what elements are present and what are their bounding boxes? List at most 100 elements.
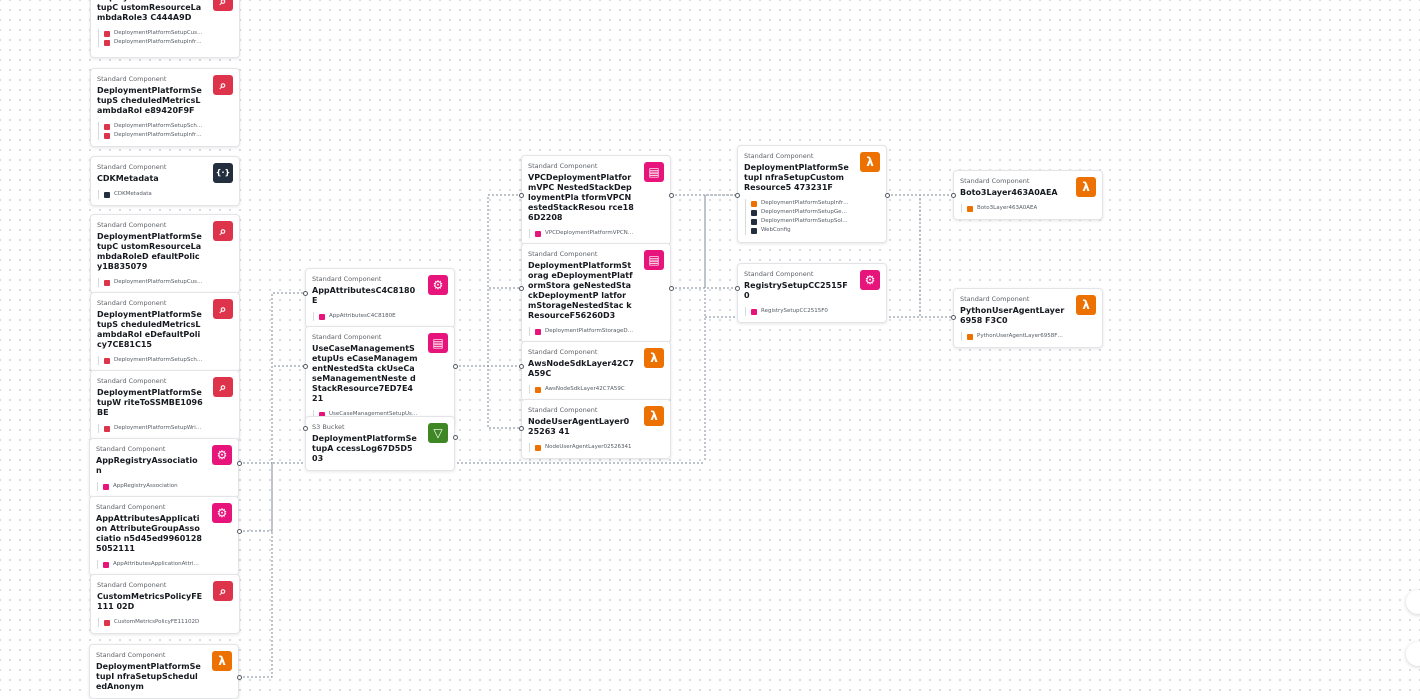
- node-children-list: AwsNodeSdkLayer42C7A59C: [529, 385, 634, 394]
- connection-handle[interactable]: [518, 425, 524, 431]
- child-resource[interactable]: NodeUserAgentLayer02526341: [535, 443, 634, 452]
- connection-handle[interactable]: [734, 192, 740, 198]
- child-resource[interactable]: VPCDeploymentPlatformVPCNestedStackD...: [535, 229, 634, 238]
- resource-icon: [751, 227, 757, 234]
- child-resource[interactable]: CDKMetadata: [104, 190, 203, 199]
- node-title: DeploymentPlatformSetupW riteToSSMBE1096…: [97, 388, 203, 417]
- child-resource[interactable]: WebConfig: [751, 226, 850, 235]
- resource-icon: [319, 411, 325, 418]
- node-title: DeploymentPlatformSetupC ustomResourceLa…: [97, 0, 202, 22]
- child-resource-label: DeploymentPlatformSetupScheduledMetr...: [114, 357, 203, 363]
- braces-icon: {·}: [213, 163, 233, 183]
- resource-icon: [104, 357, 110, 364]
- child-resource[interactable]: UseCaseManagementSetupUseCaseManagem...: [319, 410, 418, 419]
- connection-handle[interactable]: [302, 425, 308, 431]
- node-children-list: AppRegistryAssociation: [97, 482, 202, 491]
- resource-icon: [751, 209, 757, 216]
- node-type-label: Standard Component: [97, 221, 167, 229]
- child-resource-label: WebConfig: [761, 227, 791, 233]
- fit-view-button[interactable]: [1406, 642, 1420, 666]
- node-type-label: Standard Component: [960, 295, 1030, 303]
- connection-handle[interactable]: [950, 192, 956, 198]
- connection-handle[interactable]: [236, 674, 242, 680]
- connection-handle[interactable]: [518, 285, 524, 291]
- node-title: VPCDeploymentPlatformVPC NestedStackDepl…: [528, 173, 634, 222]
- child-resource[interactable]: DeploymentPlatformStorageDeploymentP...: [535, 327, 634, 336]
- child-resource[interactable]: CustomMetricsPolicyFE11102D: [104, 618, 203, 627]
- node-title: AppAttributesC4C8180E: [312, 286, 416, 305]
- registry-icon: ⚙: [860, 270, 880, 290]
- zoom-control-button[interactable]: [1406, 590, 1420, 614]
- child-resource[interactable]: DeploymentPlatformSetupInfraSetupGet...: [104, 131, 203, 140]
- connection-handle[interactable]: [518, 192, 524, 198]
- connection-handle[interactable]: [950, 314, 956, 320]
- node-title: UseCaseManagementSetupUs eCaseManagement…: [312, 344, 418, 403]
- child-resource[interactable]: DeploymentPlatformSetupSolutionHelpe...: [751, 217, 850, 226]
- child-resource[interactable]: DeploymentPlatformSetupScheduledMetr...: [104, 122, 203, 131]
- child-resource[interactable]: DeploymentPlatformSetupWriteToSSMBE1...: [104, 424, 203, 433]
- connection-handle[interactable]: [236, 460, 242, 466]
- resource-icon: [104, 279, 110, 286]
- child-resource[interactable]: RegistrySetupCC2515F0: [751, 307, 850, 316]
- stack-icon: ▤: [644, 250, 664, 270]
- resource-icon: [751, 200, 757, 207]
- child-resource[interactable]: AwsNodeSdkLayer42C7A59C: [535, 385, 634, 394]
- node-type-label: Standard Component: [528, 348, 598, 356]
- node-type-label: Standard Component: [528, 406, 598, 414]
- connection-handle[interactable]: [452, 434, 458, 440]
- node-children-list: DeploymentPlatformSetupScheduledMetr...D…: [98, 122, 203, 140]
- child-resource[interactable]: DeploymentPlatformSetupCustomResourc...: [104, 29, 203, 38]
- child-resource[interactable]: DeploymentPlatformSetupScheduledMetr...: [104, 356, 203, 365]
- node-title: DeploymentPlatformSetupS cheduledMetrics…: [97, 310, 202, 349]
- resource-icon: [104, 132, 110, 139]
- magnifier-icon: ⌕: [213, 0, 233, 11]
- connection-handle[interactable]: [302, 363, 308, 369]
- connection-handle[interactable]: [734, 285, 740, 291]
- connection-handle[interactable]: [884, 192, 890, 198]
- child-resource-label: DeploymentPlatformSetupInfraSetupCus...: [114, 39, 203, 45]
- stack-icon: ▤: [644, 162, 664, 182]
- connection-handle[interactable]: [452, 363, 458, 369]
- node-title: CDKMetadata: [97, 174, 159, 183]
- child-resource[interactable]: AppAttributesApplicationAttributeGro...: [103, 560, 202, 569]
- node-title: NodeUserAgentLayer025263 41: [528, 417, 630, 436]
- connection-handle[interactable]: [668, 285, 674, 291]
- connection-handle[interactable]: [668, 192, 674, 198]
- child-resource[interactable]: AppRegistryAssociation: [103, 482, 202, 491]
- connection-handle[interactable]: [236, 528, 242, 534]
- child-resource[interactable]: DeploymentPlatformSetupCustomResourc...: [104, 278, 203, 287]
- child-resource[interactable]: DeploymentPlatformSetupInfraSetupCus...: [751, 199, 850, 208]
- child-resource[interactable]: DeploymentPlatformSetupInfraSetupCus...: [104, 38, 203, 47]
- child-resource[interactable]: DeploymentPlatformSetupGenUUIDE0ED47...: [751, 208, 850, 217]
- component-node[interactable]: DeploymentPlatformSetupC ustomResourceLa…: [90, 0, 240, 58]
- child-resource-label: DeploymentPlatformSetupCustomResourc...: [114, 279, 203, 285]
- child-resource-label: CustomMetricsPolicyFE11102D: [114, 619, 200, 625]
- connection-handle[interactable]: [518, 363, 524, 369]
- lambda-icon: λ: [212, 651, 232, 671]
- child-resource[interactable]: PythonUserAgentLayer6958F3C0: [967, 332, 1066, 341]
- child-resource[interactable]: Boto3Layer463A0AEA: [967, 204, 1066, 213]
- connection-handle[interactable]: [302, 290, 308, 296]
- child-resource[interactable]: AppAttributesC4C8180E: [319, 312, 418, 321]
